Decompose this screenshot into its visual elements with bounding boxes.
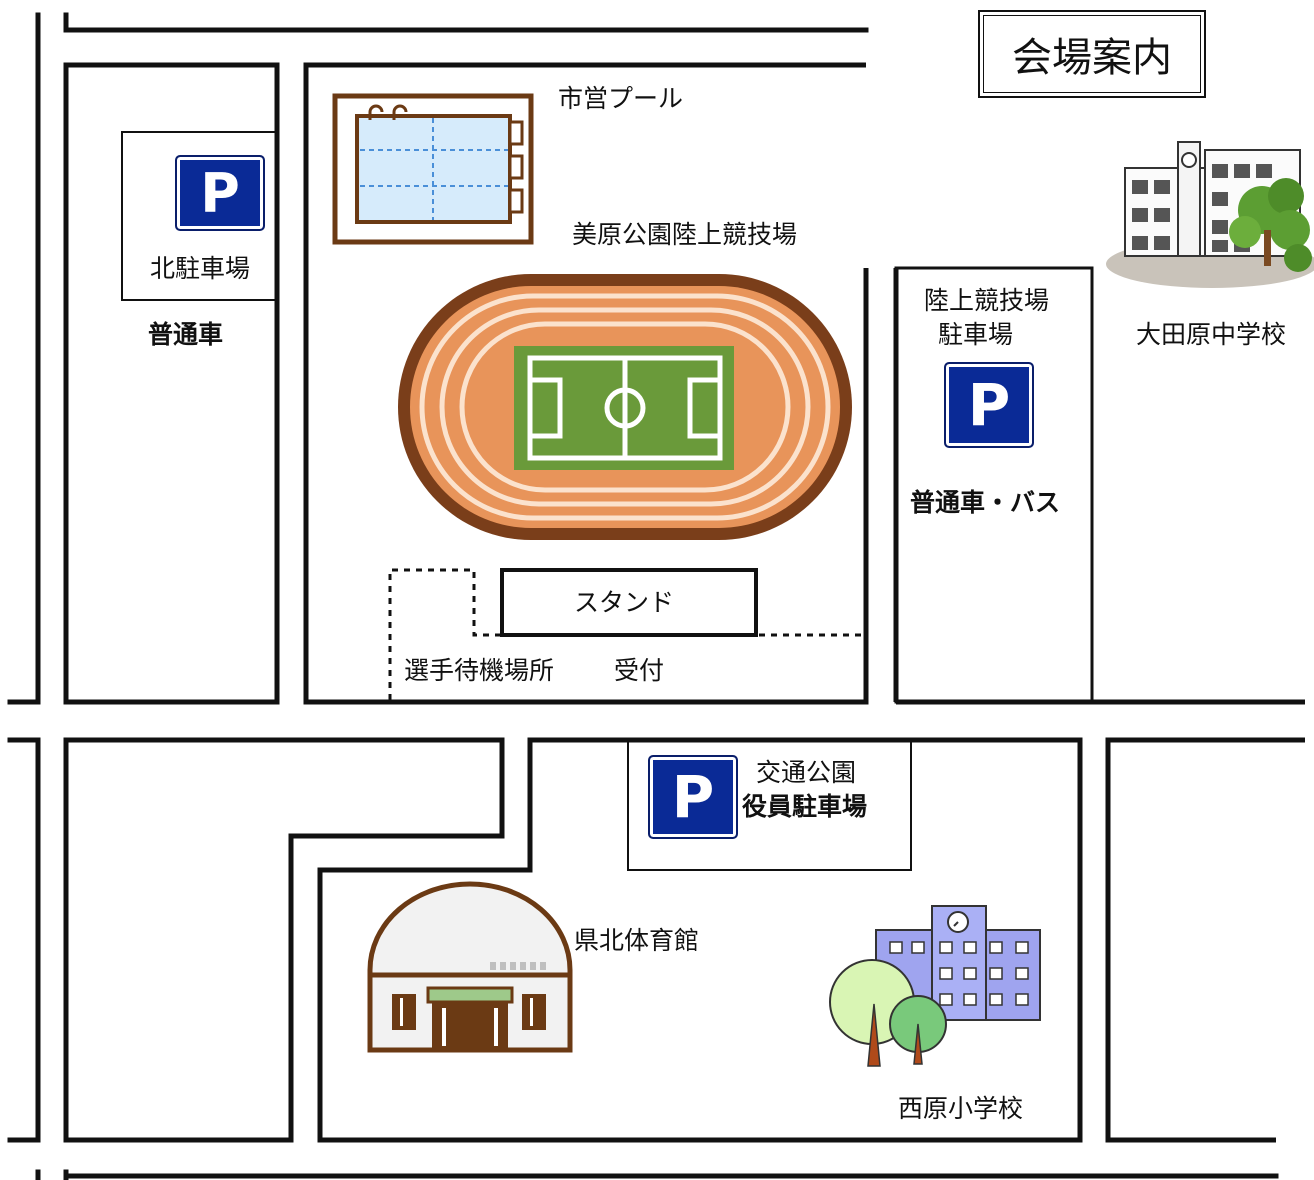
staff-parking-sign: P [648, 755, 738, 839]
block-north-parking [63, 62, 280, 705]
north-parking-area [121, 131, 278, 301]
pool-icon [332, 93, 534, 245]
traffic-park-label: 交通公園 [756, 758, 857, 787]
block-south-center [317, 737, 1083, 1143]
staff-parking-area [627, 739, 912, 871]
stand-building [500, 568, 758, 637]
elementary-school-icon [829, 905, 1041, 1067]
reception-label: 受付 [614, 656, 665, 685]
stadium-parking-vehicle-type: 普通車・バス [910, 488, 1061, 517]
stadium-parking-label-line1: 陸上競技場 [924, 286, 1050, 315]
pool-label: 市営プール [558, 84, 684, 113]
parking-icon: P [671, 763, 715, 831]
junior-high-label: 大田原中学校 [1136, 320, 1287, 349]
map-title: 会場案内 [983, 15, 1201, 93]
stand-label: スタンド [574, 588, 675, 617]
stadium-parking-sign: P [944, 362, 1034, 448]
staff-parking-label: 役員駐車場 [742, 792, 868, 821]
gymnasium-icon [367, 881, 573, 1053]
stadium-label: 美原公園陸上競技場 [572, 220, 798, 249]
road-lines [7, 12, 1279, 1180]
north-parking-sign: P [175, 155, 265, 231]
north-parking-vehicle-type: 普通車 [148, 320, 224, 349]
parking-icon: P [967, 371, 1011, 439]
block-southwest [63, 737, 505, 1143]
waiting-area-label: 選手待機場所 [404, 656, 555, 685]
track-field-icon [398, 274, 852, 540]
parking-icon: P [200, 161, 240, 225]
gymnasium-label: 県北体育館 [574, 926, 700, 955]
block-stadium [303, 62, 869, 705]
block-southeast [1105, 737, 1305, 1143]
stadium-parking-label-line2: 駐車場 [938, 320, 1014, 349]
map-title-box: 会場案内 [978, 10, 1206, 98]
north-parking-label: 北駐車場 [150, 254, 251, 283]
junior-high-school-icon [1106, 141, 1314, 288]
elementary-school-label: 西原小学校 [898, 1094, 1024, 1123]
